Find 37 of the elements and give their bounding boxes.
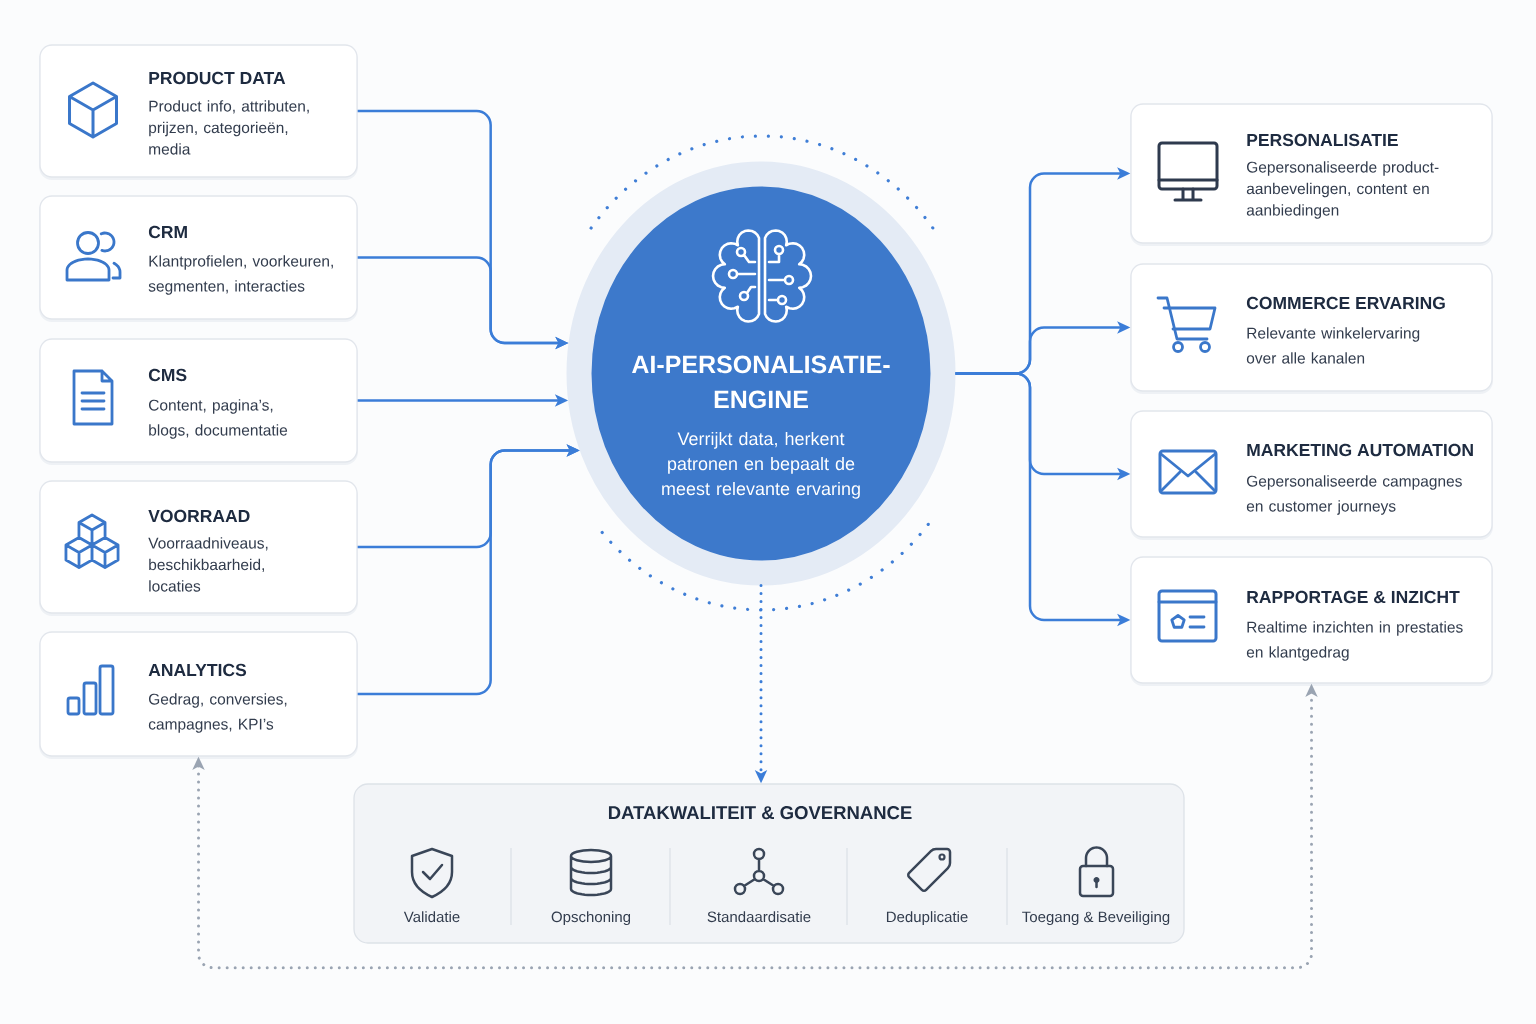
- card-title: ANALYTICS: [148, 663, 247, 677]
- panel-title: DATAKWALITEIT & GOVERNANCE: [608, 806, 912, 820]
- card-text: Gepersonaliseerde product- aanbevelingen, content en aanbiedingen: [1246, 161, 1439, 219]
- card-text: Product info, attributen, prijzen, categorieën, media: [149, 100, 309, 155]
- card-title: PRODUCT DATA: [149, 71, 286, 85]
- card-text: Gepersonaliseerde campagnes en customer journeys: [1246, 475, 1462, 515]
- card-title: RAPPORTAGE & INZICHT: [1247, 590, 1460, 604]
- card-title: PERSONALISATIE: [1247, 133, 1398, 147]
- card: [39, 44, 358, 180]
- panel: [353, 783, 1185, 944]
- card-title: COMMERCE ERVARING: [1246, 296, 1445, 310]
- card-text: Realtime inzichten in prestaties en klantgedrag: [1246, 621, 1463, 661]
- item-label: Validatie: [403, 911, 460, 923]
- card: [1130, 556, 1493, 686]
- card-text: Content, pagina’s, blogs, documentatie: [149, 399, 288, 439]
- card: [39, 195, 358, 322]
- item-label: Opschoning: [551, 911, 631, 926]
- card-title: CRM: [148, 225, 187, 239]
- card-text: Voorraadniveaus, beschikbaarheid, locaties: [148, 537, 268, 592]
- card-text: Gedrag, conversies, campagnes, KPI’s: [148, 693, 287, 733]
- card: [1130, 263, 1493, 394]
- card-title: MARKETING AUTOMATION: [1247, 443, 1473, 457]
- item-label: Toegang & Beveiliging: [1022, 911, 1170, 926]
- card: [39, 480, 358, 616]
- card-title: VOORRAAD: [148, 509, 250, 523]
- card: [39, 338, 358, 465]
- item-label: Standaardisatie: [707, 911, 811, 923]
- card: [39, 631, 358, 759]
- item-label: Deduplicatie: [886, 911, 968, 926]
- engine-circle: [566, 161, 956, 586]
- card: [1130, 410, 1493, 540]
- engine-text: Verrijkt data, herkent patronen en bepaalt de meest relevante ervaring: [662, 431, 860, 499]
- card: [1130, 103, 1493, 246]
- card-text: Klantprofielen, voorkeuren, segmenten, interacties: [148, 255, 333, 295]
- card-title: CMS: [148, 368, 187, 382]
- engine-title: AI-PERSONALISATIE- ENGINE: [632, 355, 890, 409]
- card-text: Relevante winkelervaring over alle kanalen: [1246, 327, 1420, 364]
